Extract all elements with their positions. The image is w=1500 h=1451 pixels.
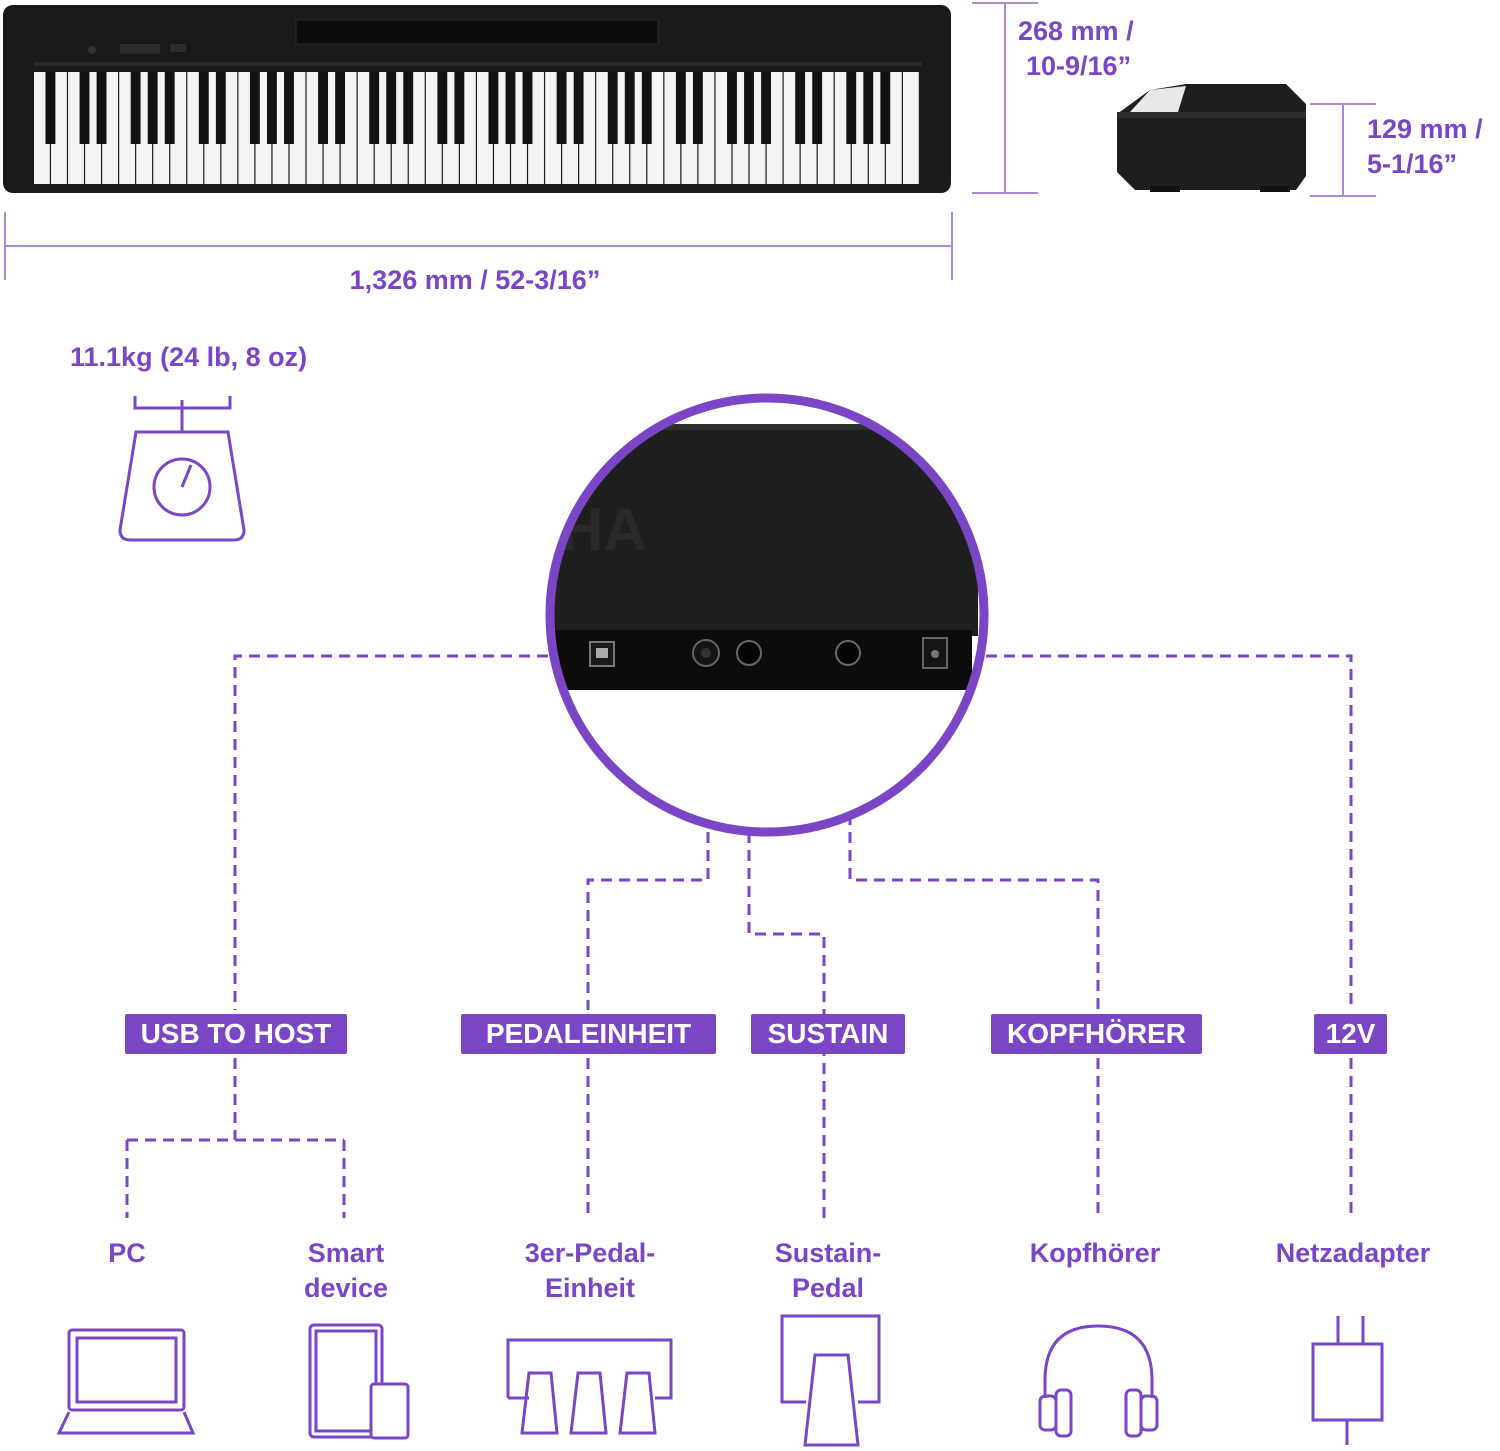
device-label-power-adapter: Netzadapter [1275,1238,1431,1268]
black-key [454,72,465,144]
svg-text:HA: HA [560,496,647,563]
black-key [727,72,737,144]
black-key [437,72,448,144]
black-key [863,72,874,144]
depth-in-label: 10-9/16” [1026,51,1132,81]
badge-sustain: SUSTAIN [751,1014,905,1054]
black-key [641,72,652,144]
white-key [902,72,919,184]
badge-usb-to-host: USB TO HOST [125,1014,347,1054]
black-key [488,72,499,144]
black-key [318,72,328,144]
zoom-circle: HA [545,393,989,837]
black-key [692,72,703,144]
black-key [846,72,857,144]
black-key [335,72,346,144]
smart-device-icon [308,1323,410,1440]
black-key [624,72,635,144]
badge-pedaleinheit: PEDALEINHEIT [461,1014,716,1054]
black-key [761,72,771,144]
black-key [215,72,226,144]
height-in-label: 5-1/16” [1367,149,1458,179]
black-key [45,72,56,144]
dimension-lines [4,2,1376,280]
black-key [607,72,618,144]
black-key [164,72,175,144]
badge-12v: 12V [1314,1014,1387,1054]
black-key [744,72,754,144]
pedal-unit-icon [506,1338,673,1435]
black-key [573,72,584,144]
black-key [198,72,209,144]
black-key [522,72,533,144]
black-key [403,72,414,144]
black-key [249,72,260,144]
laptop-icon [56,1328,196,1435]
headphones-icon [1038,1324,1159,1438]
depth-mm-label: 268 mm / [1018,16,1134,46]
black-key [880,72,891,144]
black-key [386,72,397,144]
black-keys [45,72,891,144]
width-label: 1,326 mm / 52-3/16” [349,265,601,295]
device-label-pedal-unit: 3er-Pedal-Einheit [524,1238,656,1303]
weight-label: 11.1kg (24 lb, 8 oz) [70,342,308,372]
black-key [267,72,277,144]
keyboard-side-view [1117,84,1306,192]
device-label-headphones: Kopfhörer [1029,1238,1161,1268]
black-key [795,72,806,144]
sustain-pedal-icon [780,1314,881,1447]
black-key [812,72,823,144]
scale-icon [118,396,246,542]
black-key [556,72,567,144]
power-adapter-icon [1311,1316,1384,1445]
black-key [130,72,141,144]
black-key [96,72,107,144]
height-mm-label: 129 mm / [1367,114,1483,144]
badge-kopfhoerer: KOPFHÖRER [991,1014,1202,1054]
black-key [505,72,516,144]
keyboard-top-view [3,5,951,193]
black-key [147,72,158,144]
black-key [79,72,90,144]
black-key [369,72,380,144]
device-label-pc: PC [108,1238,146,1268]
black-key [675,72,686,144]
device-label-sustain-pedal: Sustain-Pedal [774,1238,882,1303]
black-key [284,72,294,144]
